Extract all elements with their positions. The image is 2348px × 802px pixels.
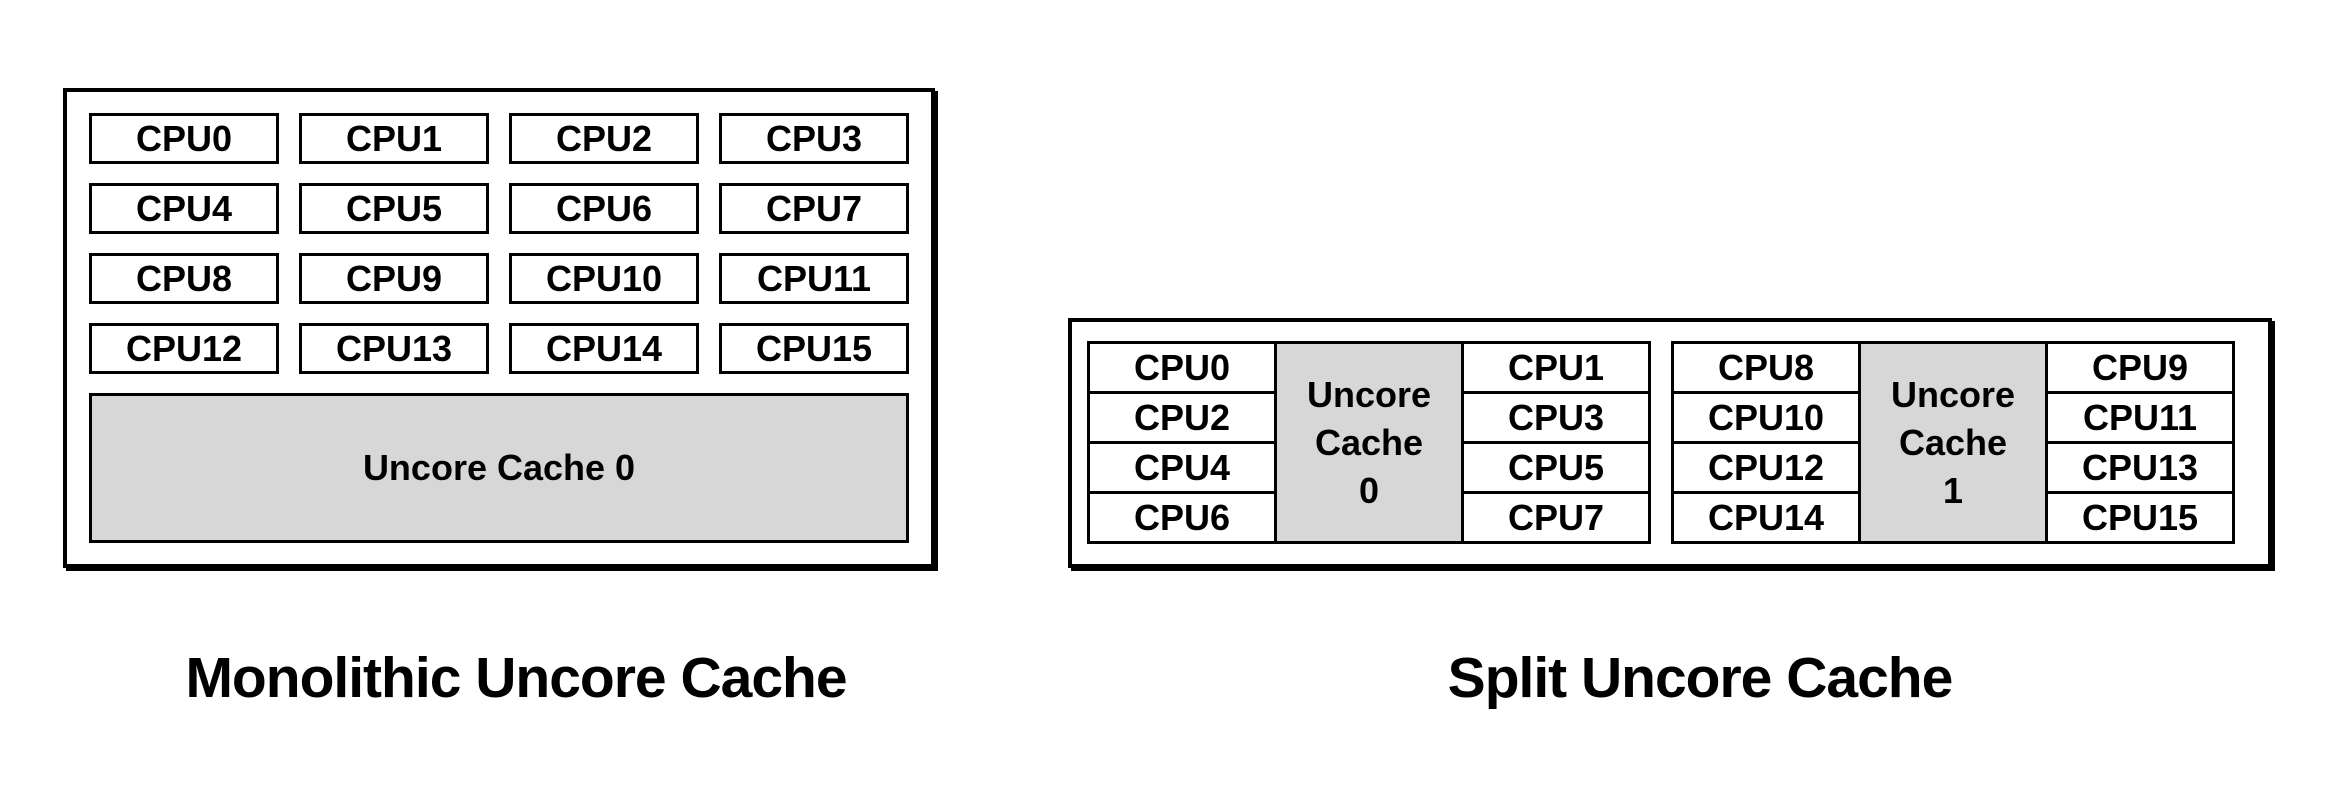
- cpu-cell: CPU11: [2045, 391, 2235, 444]
- cache-label-line: Cache: [1314, 421, 1424, 463]
- cpu-cell: CPU9: [2045, 341, 2235, 394]
- cache-label-line: Uncore: [1890, 373, 2016, 415]
- uncore-cache-0-box: Uncore Cache 0: [89, 393, 909, 543]
- cpu-box: CPU5: [299, 183, 489, 234]
- split-caption: Split Uncore Cache: [1447, 646, 1954, 710]
- table-row: CPU12 CPU13: [1671, 441, 2235, 494]
- table-row: CPU0 Uncore Cache 0 CPU1: [1087, 341, 1651, 544]
- cpu-box: CPU2: [509, 113, 699, 164]
- split-package-box: CPU0 Uncore Cache 0 CPU1 CPU2 CPU3 CPU4 …: [1068, 318, 2272, 568]
- monolithic-package-box: CPU0 CPU1 CPU2 CPU3 CPU4 CPU5 CPU6 CPU7 …: [63, 88, 935, 568]
- cpu-cell: CPU15: [2045, 491, 2235, 544]
- table-row: CPU10 CPU11: [1671, 391, 2235, 444]
- table-row: CPU6 CPU7: [1087, 491, 1651, 544]
- cpu-box: CPU3: [719, 113, 909, 164]
- monolithic-cpu-grid: CPU0 CPU1 CPU2 CPU3 CPU4 CPU5 CPU6 CPU7 …: [89, 113, 909, 374]
- cpu-cell: CPU4: [1087, 441, 1277, 494]
- cache-label-line: 1: [1942, 469, 1964, 511]
- cpu-cell: CPU1: [1461, 341, 1651, 394]
- cpu-box: CPU8: [89, 253, 279, 304]
- cluster-1-table: CPU8 Uncore Cache 1 CPU9 CPU10 CPU11 CPU…: [1671, 341, 2235, 544]
- cpu-cell: CPU6: [1087, 491, 1277, 544]
- table-row: CPU14 CPU15: [1671, 491, 2235, 544]
- table-row: CPU8 Uncore Cache 1 CPU9: [1671, 341, 2235, 544]
- cpu-box: CPU0: [89, 113, 279, 164]
- cpu-box: CPU7: [719, 183, 909, 234]
- cpu-box: CPU13: [299, 323, 489, 374]
- cache-label-line: Uncore: [1306, 373, 1432, 415]
- cpu-cell: CPU5: [1461, 441, 1651, 494]
- cpu-cell: CPU3: [1461, 391, 1651, 444]
- cpu-box: CPU14: [509, 323, 699, 374]
- cache-label-line: Cache: [1898, 421, 2008, 463]
- cpu-box: CPU6: [509, 183, 699, 234]
- table-row: CPU2 CPU3: [1087, 391, 1651, 444]
- cpu-box: CPU11: [719, 253, 909, 304]
- table-row: CPU4 CPU5: [1087, 441, 1651, 494]
- cpu-cell: CPU14: [1671, 491, 1861, 544]
- uncore-cache-1-cell: Uncore Cache 1: [1858, 341, 2048, 544]
- cluster-0-table: CPU0 Uncore Cache 0 CPU1 CPU2 CPU3 CPU4 …: [1087, 341, 1651, 544]
- cpu-box: CPU10: [509, 253, 699, 304]
- cache-label-line: 0: [1358, 469, 1380, 511]
- monolithic-caption: Monolithic Uncore Cache: [185, 646, 847, 710]
- cpu-cell: CPU10: [1671, 391, 1861, 444]
- cpu-box: CPU1: [299, 113, 489, 164]
- cpu-cell: CPU13: [2045, 441, 2235, 494]
- cpu-box: CPU4: [89, 183, 279, 234]
- cpu-box: CPU9: [299, 253, 489, 304]
- cpu-cell: CPU0: [1087, 341, 1277, 394]
- cpu-cell: CPU12: [1671, 441, 1861, 494]
- cpu-box: CPU12: [89, 323, 279, 374]
- cpu-cell: CPU2: [1087, 391, 1277, 444]
- uncore-cache-0-cell: Uncore Cache 0: [1274, 341, 1464, 544]
- cpu-cell: CPU7: [1461, 491, 1651, 544]
- cpu-box: CPU15: [719, 323, 909, 374]
- cpu-cell: CPU8: [1671, 341, 1861, 394]
